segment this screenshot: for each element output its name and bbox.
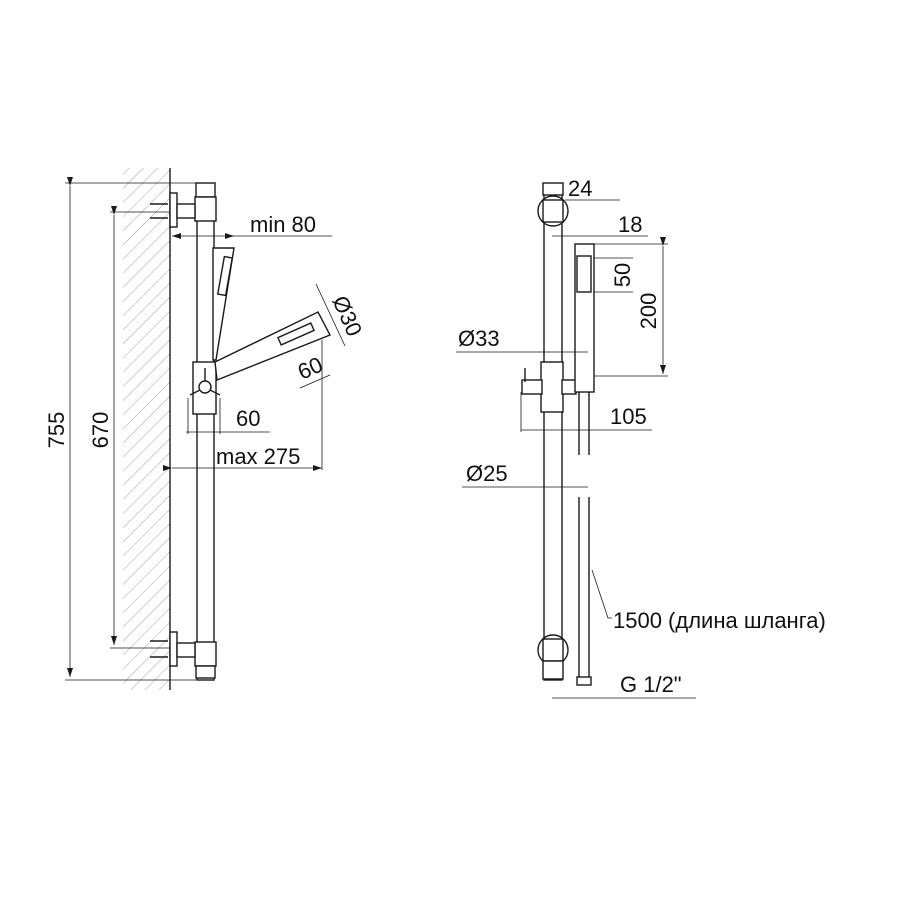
dim-200: 200 bbox=[636, 293, 661, 330]
dim-60-slider: 60 bbox=[236, 406, 260, 431]
rail-front-top-connector bbox=[542, 199, 564, 223]
handset-parked-spray bbox=[216, 255, 234, 297]
dim-755: 755 bbox=[44, 412, 69, 449]
rail-bottom-connector bbox=[194, 641, 217, 667]
handset-tilted-spray bbox=[277, 322, 315, 346]
dim-d30: Ø30 bbox=[327, 292, 367, 340]
hose-nut bbox=[576, 676, 592, 686]
rail-bottom-cap bbox=[195, 665, 216, 679]
dim-670: 670 bbox=[88, 412, 113, 449]
dim-hose-length: 1500 (длина шланга) bbox=[613, 608, 826, 633]
rail-front-bottom-cap bbox=[542, 660, 564, 680]
dim-50: 50 bbox=[610, 263, 635, 287]
rail-front-bottom-connector bbox=[542, 638, 564, 662]
holder-ring bbox=[561, 379, 577, 395]
dim-max275: max 275 bbox=[216, 444, 300, 469]
side-view: 755 670 min 80 60 max 275 Ø30 60 bbox=[44, 168, 367, 690]
dim-18: 18 bbox=[618, 212, 642, 237]
dim-105: 105 bbox=[610, 404, 647, 429]
rail-front-top-cap bbox=[542, 182, 564, 196]
dim-24: 24 bbox=[568, 176, 592, 201]
hose-upper bbox=[578, 392, 590, 455]
rail-front bbox=[543, 183, 563, 681]
hose-lower bbox=[578, 497, 590, 677]
bottom-bracket-arm bbox=[176, 642, 196, 658]
top-bracket-arm bbox=[176, 203, 196, 219]
dim-g12: G 1/2" bbox=[620, 672, 682, 697]
top-bracket-round bbox=[537, 195, 569, 227]
dim-d33: Ø33 bbox=[458, 326, 500, 351]
wall-hatch bbox=[123, 168, 170, 690]
slider-knob bbox=[198, 380, 212, 394]
dim-d30-line bbox=[315, 283, 346, 347]
dim-min80: min 80 bbox=[250, 212, 316, 237]
hose-leader bbox=[591, 569, 612, 619]
knob-lever-right bbox=[209, 389, 221, 396]
dim-60-head-line bbox=[299, 374, 331, 389]
front-view: 24 18 50 200 Ø33 105 Ø25 1500 (длина шла… bbox=[456, 176, 826, 699]
rail-top-cap bbox=[195, 182, 216, 198]
dim-60-head: 60 bbox=[294, 352, 327, 385]
bottom-bracket-plate bbox=[169, 631, 178, 667]
knob-lever-left bbox=[189, 389, 201, 396]
slider-front bbox=[540, 361, 564, 413]
handset-spray-face bbox=[576, 255, 592, 293]
top-bracket-plate bbox=[169, 192, 178, 228]
rail-top-connector bbox=[194, 196, 217, 222]
slider-knob-front bbox=[521, 379, 543, 395]
dim-d25: Ø25 bbox=[466, 461, 508, 486]
